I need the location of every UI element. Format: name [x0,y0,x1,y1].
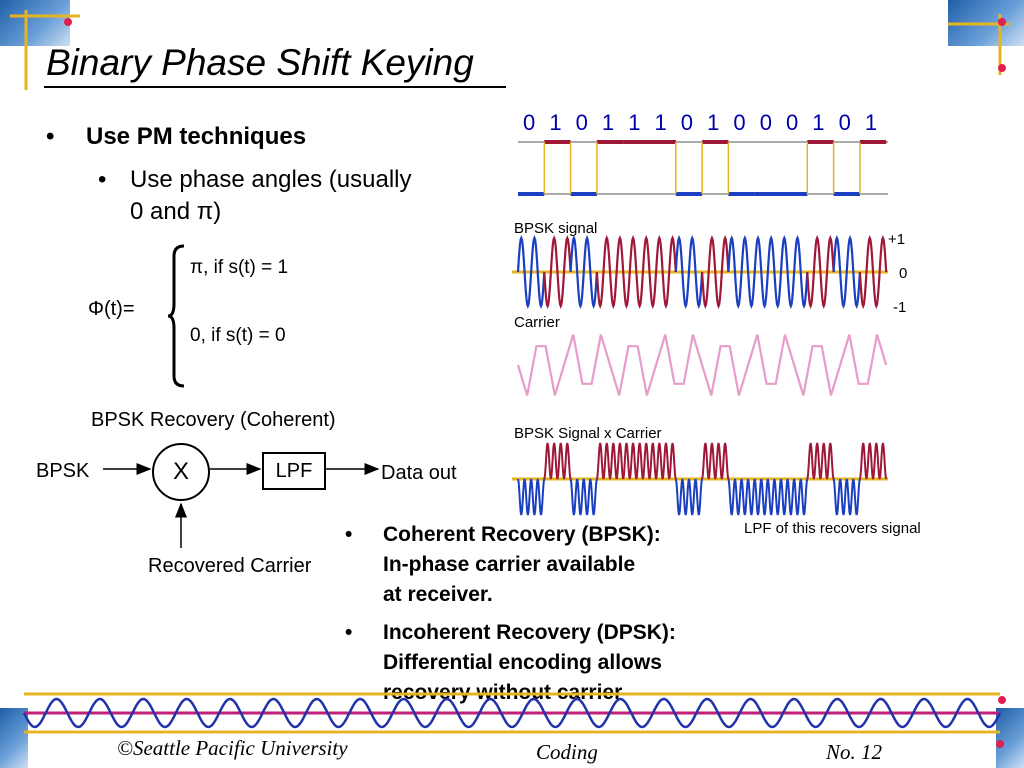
product-bit-wave [727,478,756,516]
bpsk-bit-wave [727,235,756,309]
corner-decoration-bottom-left [0,708,28,768]
carrier-label: Carrier [514,314,560,331]
bpsk-bit-wave [622,235,651,309]
lpf-block: LPF [262,452,326,490]
data-out-label: Data out [381,462,457,484]
recovery-diagram-title: BPSK Recovery (Coherent) [91,409,336,431]
product-bit-wave [595,442,625,480]
multiplier-label: X [172,458,189,485]
bit-label: 0 [785,110,799,135]
level-zero-label: 0 [899,265,908,282]
corner-decoration-bottom-right [996,708,1024,768]
bpsk-bit-wave [648,235,677,309]
footer-topic: Coding [536,740,598,764]
incoherent-line-1: Incoherent Recovery (DPSK): [383,621,676,644]
bit-label: 1 [864,110,878,135]
bit-label: 1 [601,110,615,135]
bpsk-bit-wave [674,235,704,309]
lpf-note: LPF of this recovers signal [744,520,921,537]
bpsk-bit-wave [543,235,572,309]
bit-label: 1 [812,110,825,135]
bullet-dot: • [46,123,55,150]
product-label: BPSK Signal x Carrier [514,425,662,442]
bpsk-bit-wave [516,235,546,309]
product-bit-wave [622,442,651,480]
bullet-line-1: Use phase angles (usually [130,166,412,193]
product-bit-wave [648,442,677,480]
bpsk-input-label: BPSK [36,460,90,482]
bit-label: 1 [707,110,720,135]
bpsk-bit-wave [806,235,835,309]
bit-label: 0 [575,110,588,135]
bit-label: 0 [838,110,851,135]
bpsk-bit-wave [701,235,730,309]
bpsk-bit-wave [779,235,809,309]
coherent-line-1: Coherent Recovery (BPSK): [383,523,661,546]
footer-copyright: ©Seattle Pacific University [117,736,348,760]
bit-label: 0 [680,110,694,135]
carrier-wave [516,334,888,396]
bpsk-bit-wave [569,235,598,309]
coherent-line-3: at receiver. [383,583,493,606]
bit-label: 0 [733,110,746,135]
product-bit-wave [701,442,730,480]
footer-page-number: No. 12 [826,740,883,764]
product-bit-wave [674,478,704,516]
coherent-line-2: In-phase carrier available [383,553,636,576]
corner-decoration-top-left [0,0,70,46]
formula-case-zero: 0, if s(t) = 0 [190,325,286,346]
bullet-dot: • [345,621,353,644]
bullet-dot: • [345,523,353,546]
bit-label: 0 [759,110,772,135]
bit-label: 0 [523,110,536,135]
multiplier-node: X [152,443,210,501]
product-bit-wave [569,478,598,516]
bullet-use-pm: • Use PM techniques [46,123,306,151]
product-bit-wave [858,442,888,480]
bpsk-bit-wave [858,235,888,309]
waveform-figure [512,140,888,516]
bullet-phase-angles: • Use phase angles (usually 0 and π) [98,164,478,228]
incoherent-line-2: Differential encoding allows [383,651,662,674]
bpsk-bit-wave [595,235,625,309]
recovered-carrier-label: Recovered Carrier [148,555,312,577]
bpsk-bit-wave [753,235,783,309]
product-bit-wave [753,478,782,516]
product-bit-wave [780,478,809,516]
bullet-text: Use PM techniques [86,123,307,150]
footer-sine-wave [22,697,1002,729]
left-brace [167,244,185,388]
bullet-dot: • [98,166,107,193]
level-minus-label: -1 [893,299,907,316]
formula-case-one: π, if s(t) = 1 [190,257,289,278]
lpf-label: LPF [275,459,313,482]
product-bit-wave [543,442,572,480]
product-bit-wave [517,478,546,516]
coherent-recovery-bullet: • Coherent Recovery (BPSK): In-phase car… [345,520,661,610]
phi-function-label: Φ(t)= [88,298,135,320]
product-bit-wave [832,478,861,516]
bit-label: 1 [628,110,641,135]
level-plus-label: +1 [888,231,906,248]
bit-label: 1 [654,110,667,135]
bpsk-signal-label: BPSK signal [514,220,598,237]
bullet-line-2: 0 and π) [130,198,222,225]
title-underline [44,86,506,88]
bit-label: 1 [549,110,562,135]
product-bit-wave [806,442,835,480]
footer-wave-band [22,692,1002,734]
slide-title: Binary Phase Shift Keying [46,42,474,83]
bpsk-bit-wave [832,235,861,309]
